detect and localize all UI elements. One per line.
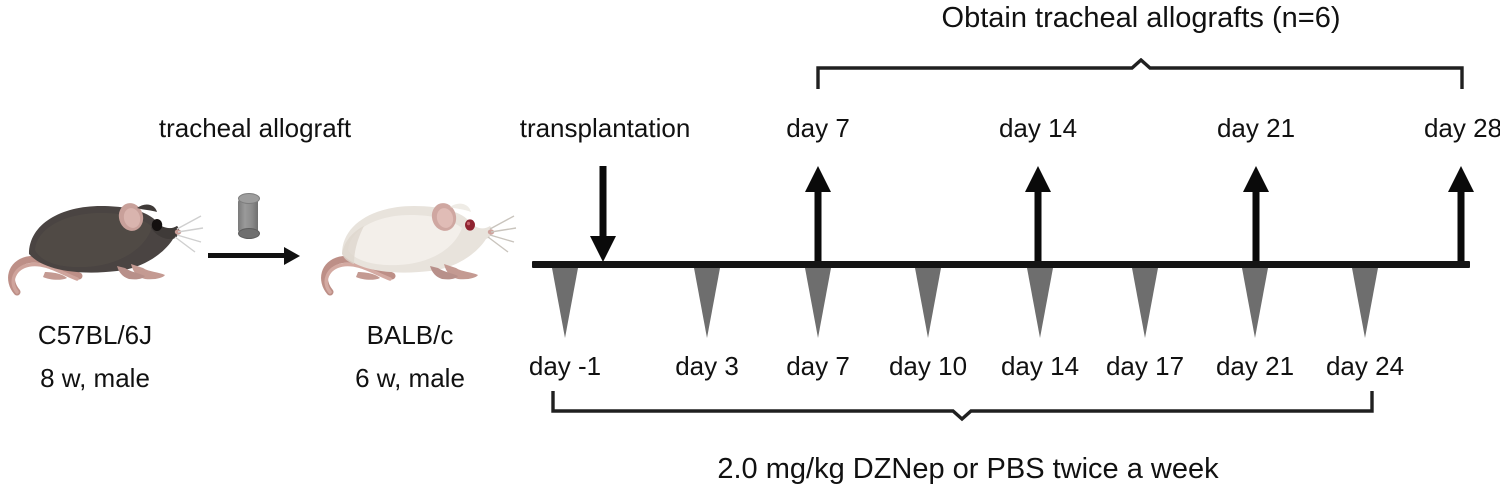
dosing-marker-day-14 bbox=[1027, 268, 1053, 338]
tracheal-graft-cylinder-top bbox=[238, 193, 260, 204]
dosing-marker-day-17 bbox=[1132, 268, 1158, 338]
harvest-bracket bbox=[816, 58, 1464, 89]
dosing-label-day--1: day -1 bbox=[528, 351, 602, 381]
harvest-label-day-14: day 14 bbox=[998, 113, 1078, 143]
recipient-details-label: 6 w, male bbox=[355, 363, 465, 393]
dosing-marker-day-7 bbox=[805, 268, 831, 338]
timeline-axis bbox=[532, 261, 1470, 268]
harvest-arrow-up-day-14-icon bbox=[1023, 166, 1053, 262]
dosing-label-day-21: day 21 bbox=[1215, 351, 1295, 381]
tracheal-graft-cylinder bbox=[238, 199, 258, 233]
recipient-mouse-illustration bbox=[321, 203, 517, 296]
transfer-arrow-head-icon bbox=[284, 246, 300, 265]
transfer-arrow-shaft bbox=[208, 253, 286, 258]
dosing-marker-day-24 bbox=[1352, 268, 1378, 338]
donor-details-label: 8 w, male bbox=[40, 363, 150, 393]
recipient-strain-label: BALB/c bbox=[366, 320, 454, 350]
dosing-label-day-17: day 17 bbox=[1105, 351, 1185, 381]
dosing-marker-day-10 bbox=[915, 268, 941, 338]
dosing-label-day-3: day 3 bbox=[675, 351, 739, 381]
harvest-arrow-up-day-28-icon bbox=[1446, 166, 1476, 262]
donor-strain-label: C57BL/6J bbox=[37, 320, 153, 350]
dosing-label-day-10: day 10 bbox=[888, 351, 968, 381]
dosing-label-day-24: day 24 bbox=[1325, 351, 1405, 381]
dosing-label-day-14: day 14 bbox=[1000, 351, 1080, 381]
harvest-label-day-28: day 28 bbox=[1423, 113, 1500, 143]
tracheal-graft-cylinder-bottom bbox=[238, 228, 260, 239]
harvest-label-day-7: day 7 bbox=[786, 113, 850, 143]
tracheal-allograft-label: tracheal allograft bbox=[158, 113, 352, 143]
dosing-marker-day-21 bbox=[1242, 268, 1268, 338]
donor-mouse-illustration bbox=[8, 203, 204, 296]
dosing-label-day-7: day 7 bbox=[786, 351, 850, 381]
dosing-marker-day--1 bbox=[552, 268, 578, 338]
harvest-arrow-up-day-7-icon bbox=[803, 166, 833, 262]
dosing-bracket bbox=[551, 391, 1374, 422]
harvest-label-day-21: day 21 bbox=[1216, 113, 1296, 143]
dosing-marker-day-3 bbox=[694, 268, 720, 338]
transplantation-arrow-down-icon bbox=[588, 166, 618, 262]
harvest-arrow-up-day-21-icon bbox=[1241, 166, 1271, 262]
figure-caption: 2.0 mg/kg DZNep or PBS twice a week bbox=[717, 453, 1219, 485]
transplantation-label: transplantation bbox=[519, 113, 691, 143]
figure-title: Obtain tracheal allografts (n=6) bbox=[941, 2, 1341, 34]
